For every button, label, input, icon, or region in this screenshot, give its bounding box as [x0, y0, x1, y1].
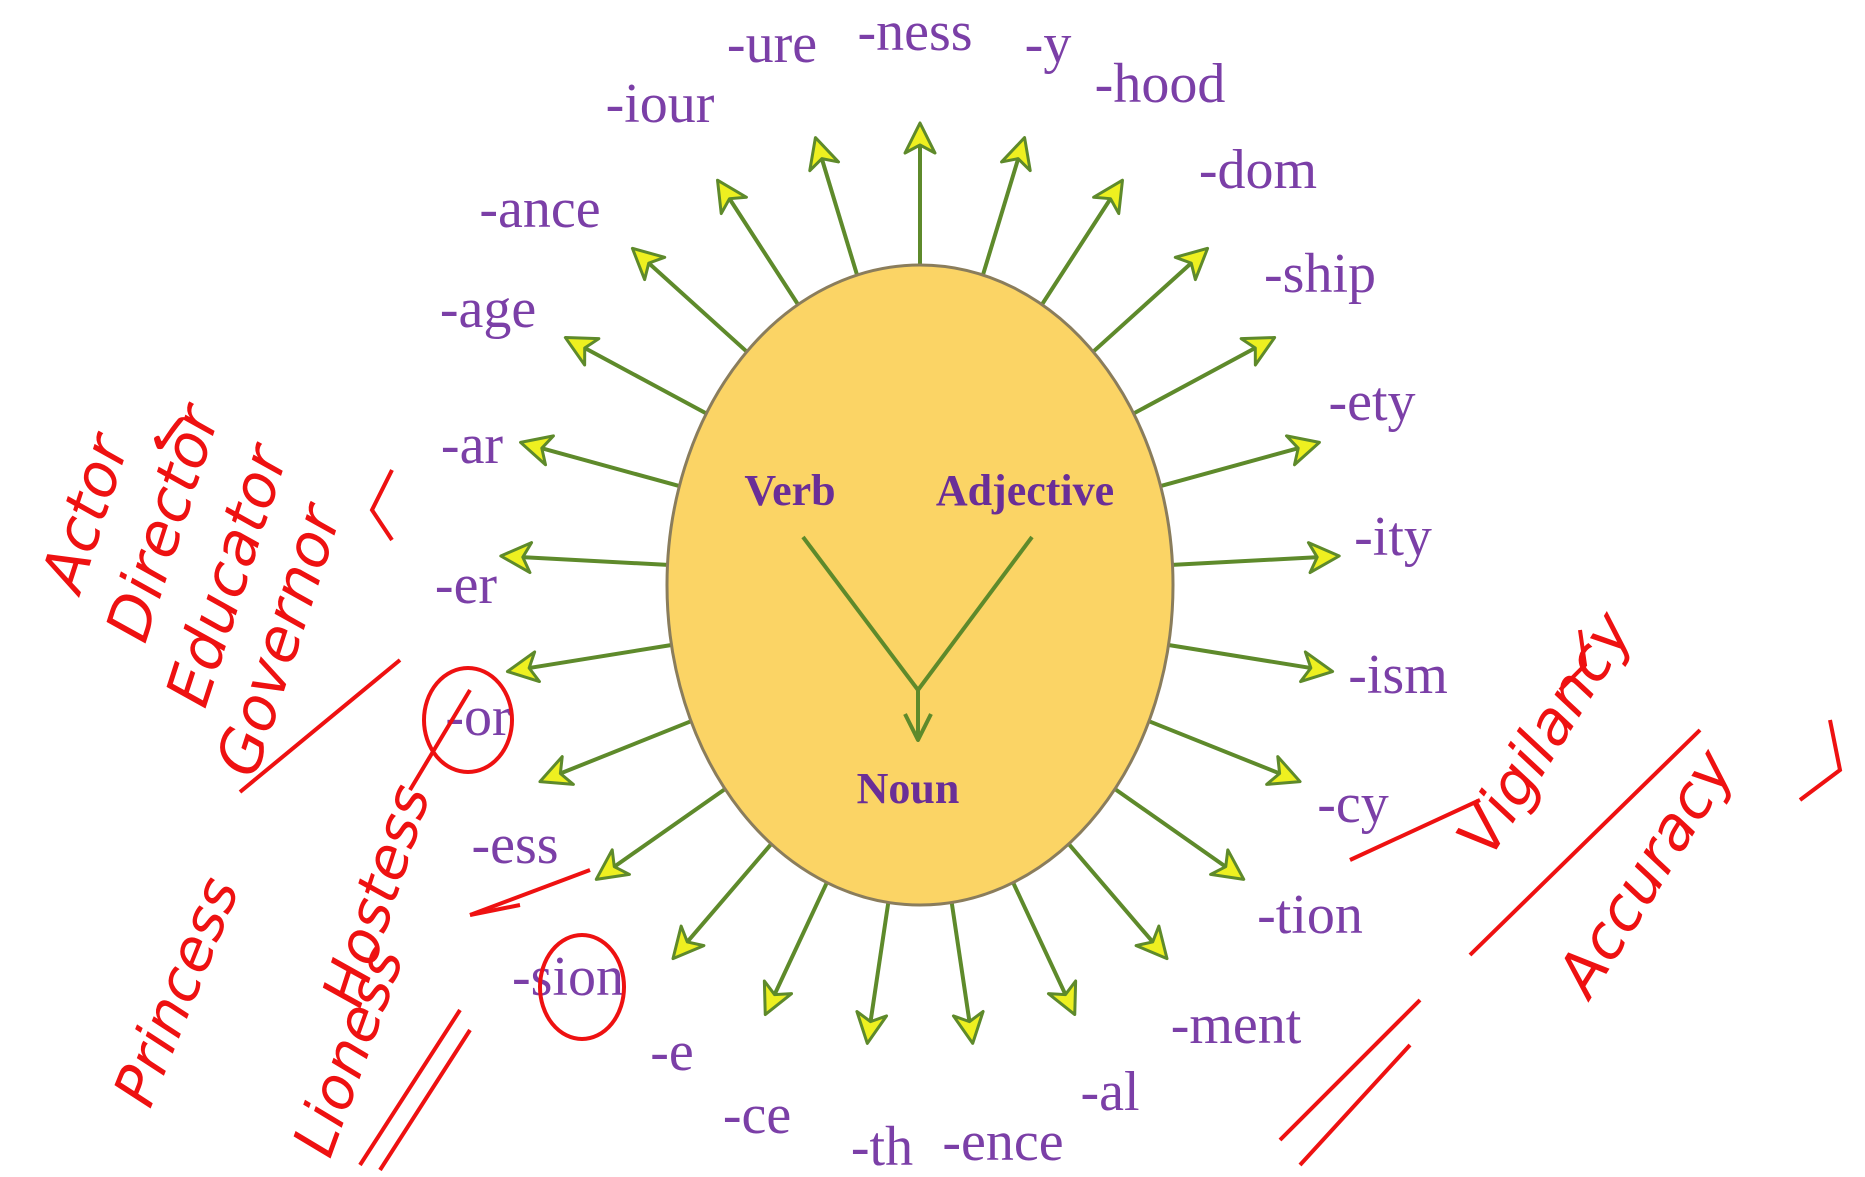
suffix-arrow: [499, 541, 668, 575]
underline-stroke: [378, 1028, 472, 1172]
suffix-label: -ce: [723, 1084, 791, 1146]
handwritten-word: Accuracy: [1541, 736, 1749, 1011]
noun-label: Noun: [857, 764, 960, 813]
suffix-arrow: [855, 902, 891, 1045]
underline-stroke: [1468, 728, 1702, 957]
suffix-arrow: [980, 136, 1032, 276]
suffix-arrow: [519, 434, 680, 489]
suffix-label: -iour: [606, 73, 715, 135]
circle-annotation: [422, 666, 514, 774]
suffix-arrow: [671, 842, 773, 961]
suffix-label: -ment: [1171, 994, 1302, 1056]
suffix-label: -ness: [857, 1, 972, 63]
suffix-label: -er: [435, 554, 498, 616]
suffix-label: -ism: [1348, 644, 1448, 706]
suffix-arrow: [538, 719, 692, 786]
suffix-label: -hood: [1095, 53, 1226, 115]
check-stroke: [1558, 629, 1588, 692]
suffix-arrow: [1160, 434, 1321, 489]
suffix-label: -dom: [1199, 139, 1317, 201]
suffix-arrow: [1172, 541, 1341, 575]
suffix-arrow: [594, 787, 727, 881]
suffix-arrow: [563, 336, 708, 416]
underline-stroke: [369, 469, 394, 542]
suffix-label: -ence: [942, 1111, 1063, 1173]
word-oval: [665, 263, 1175, 907]
suffix-arrow: [1113, 787, 1246, 881]
suffix-arrow: [716, 178, 800, 306]
suffix-label: -ety: [1328, 371, 1415, 433]
suffix-arrow: [808, 136, 860, 276]
suffix-arrows: [499, 121, 1341, 1045]
underline-stroke: [1349, 798, 1481, 862]
suffix-arrow: [1091, 246, 1210, 354]
suffix-labels: -ness -y -hood -dom -ship -ety -ity -ism…: [435, 1, 1448, 1177]
suffix-arrow: [630, 246, 749, 354]
underline-stroke: [238, 658, 402, 794]
suffix-label: -al: [1080, 1061, 1139, 1123]
suffix-arrow: [762, 881, 829, 1017]
handwritten-word: Lioness: [279, 938, 417, 1165]
suffix-arrow: [949, 902, 985, 1045]
suffix-label: -cy: [1317, 773, 1389, 835]
verb-to-noun-line: [801, 535, 920, 692]
suffix-label: -or: [445, 686, 511, 748]
circle-annotation: [538, 933, 626, 1041]
underline-stroke: [469, 903, 521, 917]
suffix-label: -ess: [471, 814, 558, 876]
suffix-arrow: [1067, 842, 1169, 961]
suffix-label: -ance: [479, 178, 600, 240]
suffix-label: -ship: [1264, 243, 1376, 305]
suffix-label: -ure: [727, 13, 817, 75]
underline-stroke: [1278, 998, 1422, 1142]
underline-stroke: [408, 688, 472, 792]
underline-stroke: [1298, 1043, 1412, 1167]
suffix-label: -ity: [1354, 506, 1432, 568]
suffix-arrow: [1148, 719, 1302, 786]
suffix-arrow: [1040, 178, 1124, 306]
suffix-label: -tion: [1257, 884, 1363, 946]
handwritten-word: Vigilancy: [1443, 599, 1648, 868]
suffix-label: -y: [1025, 13, 1072, 75]
suffix-arrow: [505, 643, 672, 684]
suffix-label: -th: [851, 1116, 913, 1177]
suffix-arrow: [1132, 336, 1277, 416]
adjective-label: Adjective: [936, 466, 1114, 515]
suffix-label: -age: [440, 278, 536, 340]
underline-stroke: [469, 868, 591, 917]
check-mark: ✓: [145, 400, 195, 470]
suffix-arrow: [1011, 881, 1078, 1017]
adjective-to-noun-line: [916, 535, 1034, 692]
verb-label: Verb: [744, 466, 835, 515]
suffix-arrow: [1168, 643, 1335, 684]
suffix-label: -e: [650, 1021, 694, 1083]
suffix-label: -sion: [512, 946, 624, 1008]
suffix-label: -ar: [441, 414, 504, 476]
handwritten-word: Princess: [100, 868, 253, 1116]
check-stroke: [1798, 719, 1843, 802]
underline-stroke: [358, 1008, 462, 1167]
